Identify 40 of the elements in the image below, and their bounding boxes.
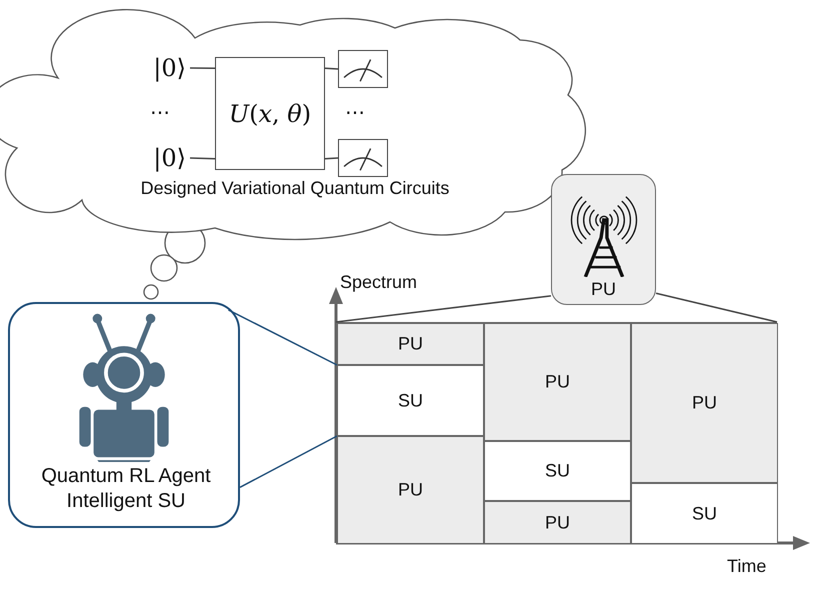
ket-label: |0⟩ xyxy=(153,54,186,82)
coverage-line xyxy=(656,292,778,323)
station-label: PU xyxy=(591,279,616,300)
base-station-card xyxy=(551,174,656,305)
cell-label: PU xyxy=(545,372,570,392)
spectrum-cell xyxy=(337,323,484,365)
ket-label: |0⟩ xyxy=(153,144,186,172)
wire xyxy=(324,157,338,160)
cell-label: PU xyxy=(692,392,717,414)
agent-label: Quantum RL Agent Intelligent SU xyxy=(40,464,212,514)
spectrum-cell xyxy=(631,483,778,544)
coverage-line xyxy=(336,295,552,323)
cell-label: PU xyxy=(545,512,570,533)
spectrum-cell xyxy=(631,323,778,483)
cell-label: SU xyxy=(545,460,570,482)
wire xyxy=(190,157,216,160)
spectrum-cell xyxy=(484,441,631,501)
measurement-meter-icon xyxy=(338,50,388,88)
wire xyxy=(190,67,216,70)
spectrum-cell xyxy=(337,365,484,436)
gate-label: U(x, θ) xyxy=(228,100,312,128)
cell-label: SU xyxy=(398,390,423,411)
spectrum-cell xyxy=(337,436,484,544)
spectrum-cell xyxy=(484,501,631,544)
cell-label: PU xyxy=(398,334,423,354)
cell-label: SU xyxy=(692,503,717,524)
zoom-line xyxy=(228,309,338,366)
dots: ⋯ xyxy=(345,100,365,124)
cloud-label: Designed Variational Quantum Circuits xyxy=(140,178,450,199)
zoom-line xyxy=(240,435,338,488)
cell-label: PU xyxy=(398,480,423,500)
spectrum-grid xyxy=(336,322,777,543)
axis-label: Spectrum xyxy=(340,272,418,293)
unitary-gate xyxy=(215,57,325,170)
spectrum-cell xyxy=(484,323,631,441)
dots: ⋯ xyxy=(150,100,170,124)
measurement-meter-icon xyxy=(338,139,388,177)
wire xyxy=(324,68,338,70)
agent-card xyxy=(8,302,240,528)
axis-label: Time xyxy=(727,556,766,577)
